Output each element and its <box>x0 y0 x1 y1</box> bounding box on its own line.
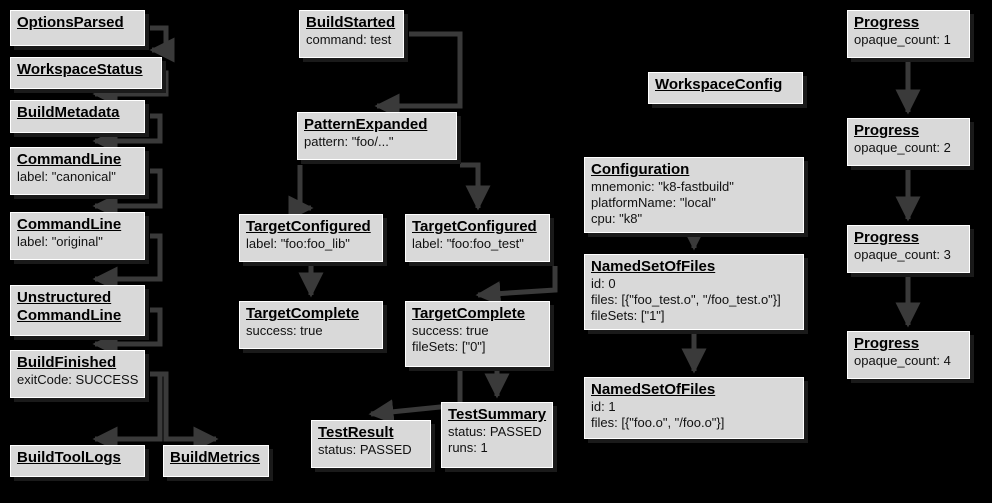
node-attribute: platformName: "local" <box>591 195 716 210</box>
node-title: CommandLine <box>17 216 122 233</box>
node-title: Progress <box>854 14 920 31</box>
node-attribute: opaque_count: 3 <box>854 247 951 262</box>
node-title: NamedSetOfFiles <box>591 381 716 398</box>
node-title: Configuration <box>591 161 690 178</box>
node-title: BuildFinished <box>17 354 117 371</box>
node-build-metadata[interactable]: BuildMetadata <box>10 100 145 133</box>
node-attribute: command: test <box>306 32 392 47</box>
node-attribute: id: 0 <box>591 276 616 291</box>
node-attribute: exitCode: SUCCESS <box>17 372 139 387</box>
edge-build-finished-to-build-metrics <box>150 371 219 452</box>
node-attribute: opaque_count: 1 <box>854 32 951 47</box>
node-attribute: cpu: "k8" <box>591 211 643 226</box>
node-title: TargetConfigured <box>246 218 371 235</box>
node-unstructured-command-line[interactable]: Unstructured CommandLine <box>10 285 145 336</box>
node-title: PatternExpanded <box>304 116 428 133</box>
node-attribute: opaque_count: 4 <box>854 353 951 368</box>
node-attribute: fileSets: ["0"] <box>412 339 486 354</box>
node-options-parsed[interactable]: OptionsParsed <box>10 10 145 46</box>
node-attribute: label: "foo:foo_test" <box>412 236 524 251</box>
edge-pattern-expanded-to-target-configured-foo-test <box>460 162 491 211</box>
node-title: Progress <box>854 122 920 139</box>
node-attribute: label: "foo:foo_lib" <box>246 236 350 251</box>
node-title: TestResult <box>318 424 394 441</box>
edge-pattern-expanded-to-target-configured-foo-lib <box>288 165 314 221</box>
node-title: TargetComplete <box>412 305 526 322</box>
node-build-metrics[interactable]: BuildMetrics <box>163 445 269 477</box>
node-attribute: label: "original" <box>17 234 103 249</box>
edge-options-parsed-to-workspace-status <box>149 25 175 63</box>
node-title: TargetConfigured <box>412 218 537 235</box>
node-title: BuildMetrics <box>170 449 261 466</box>
node-attribute: success: true <box>412 323 489 338</box>
node-attribute: files: [{"foo_test.o", "/foo_test.o"}] <box>591 292 781 307</box>
node-attribute: files: [{"foo.o", "/foo.o"}] <box>591 415 725 430</box>
node-workspace-status[interactable]: WorkspaceStatus <box>10 57 162 89</box>
node-attribute: success: true <box>246 323 323 338</box>
node-title: CommandLine <box>17 151 122 168</box>
node-title: Unstructured CommandLine <box>17 289 122 324</box>
edge-target-configured-foo-test-to-target-complete-foo-test <box>475 266 558 307</box>
node-workspace-config[interactable]: WorkspaceConfig <box>648 72 803 104</box>
node-title: WorkspaceStatus <box>17 61 143 78</box>
node-title: NamedSetOfFiles <box>591 258 716 275</box>
node-title: Progress <box>854 229 920 246</box>
node-attribute: status: PASSED <box>448 424 542 439</box>
node-attribute: mnemonic: "k8-fastbuild" <box>591 179 734 194</box>
node-attribute: status: PASSED <box>318 442 412 457</box>
node-title: BuildMetadata <box>17 104 120 121</box>
node-title: TestSummary <box>448 406 547 423</box>
node-title: OptionsParsed <box>17 14 124 31</box>
node-title: TargetComplete <box>246 305 360 322</box>
node-title: WorkspaceConfig <box>655 76 783 93</box>
node-build-tool-logs[interactable]: BuildToolLogs <box>10 445 145 477</box>
node-attribute: id: 1 <box>591 399 616 414</box>
node-attribute: fileSets: ["1"] <box>591 308 665 323</box>
node-attribute: label: "canonical" <box>17 169 116 184</box>
node-attribute: pattern: "foo/..." <box>304 134 394 149</box>
node-title: BuildStarted <box>306 14 396 31</box>
node-title: Progress <box>854 335 920 352</box>
node-title: BuildToolLogs <box>17 449 121 466</box>
node-attribute: runs: 1 <box>448 440 488 455</box>
node-attribute: opaque_count: 2 <box>854 140 951 155</box>
